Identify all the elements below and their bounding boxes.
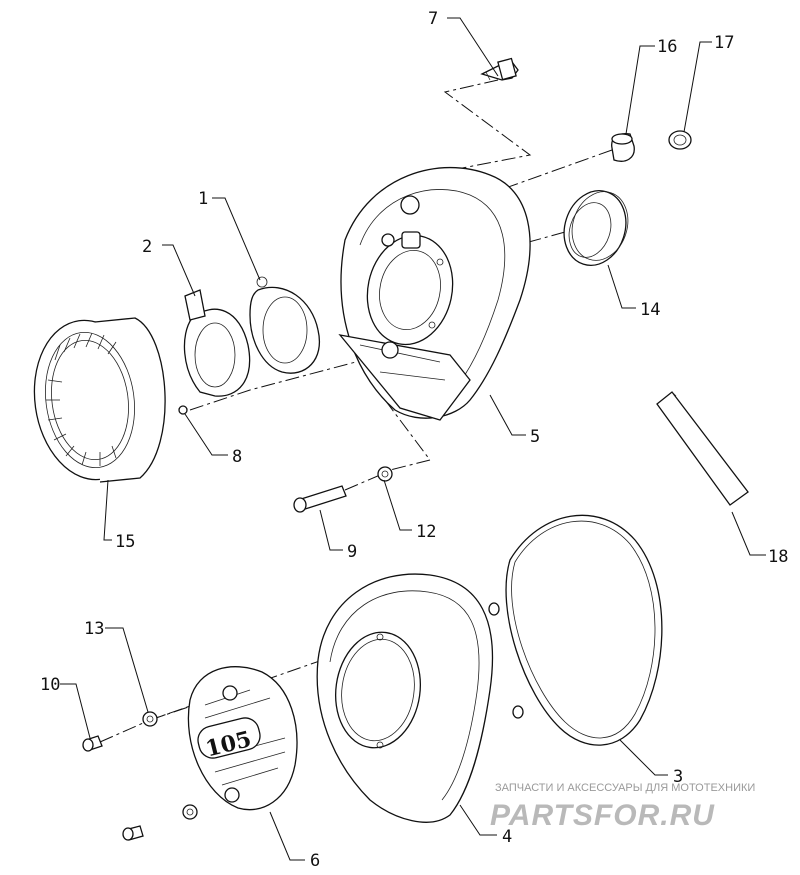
air-cleaner-backplate [338,166,531,421]
foam-strip [656,391,749,506]
callout-10: 10 [40,675,60,695]
callout-13: 13 [84,619,104,639]
breather-valve [480,57,519,81]
flat-washer [377,466,393,482]
callout-7: 7 [428,9,438,29]
cover-nut-upper [488,602,500,616]
seal-ring [563,190,629,266]
sleeve [611,132,635,162]
badge-cover-plate: 105 [187,666,298,811]
backplate-gasket [249,276,320,374]
air-cleaner-cover [316,573,494,823]
watermark-logo: PARTSFOR.RU [490,799,715,832]
callout-labels: 1 2 3 4 5 6 7 8 9 10 12 13 14 15 16 17 1… [40,9,788,871]
breather-bracket [183,289,251,397]
callout-15: 15 [115,532,135,552]
leader-lines [60,17,766,861]
plate-washer-lower [182,804,198,820]
watermark: ЗАПЧАСТИ И АКСЕССУАРЫ ДЛЯ МОТОТЕХНИКИ PA… [490,782,755,832]
cover-washer [142,711,158,727]
retaining-clip [668,130,692,150]
cover-nut-lower [512,705,524,719]
callout-5: 5 [530,427,540,447]
plate-screw-lower [122,825,144,841]
watermark-caption: ЗАПЧАСТИ И АКСЕССУАРЫ ДЛЯ МОТОТЕХНИКИ [495,782,755,794]
callout-16: 16 [657,37,677,57]
bracket-screw [178,405,188,415]
callout-6: 6 [310,851,320,871]
mounting-bolt [293,485,347,513]
callout-2: 2 [142,237,152,257]
callout-3: 3 [673,767,683,787]
cover-gasket [505,514,663,746]
callout-8: 8 [232,447,242,467]
callout-4: 4 [502,827,512,847]
air-filter-element [33,317,166,483]
callout-18: 18 [768,547,788,567]
callout-17: 17 [714,33,734,53]
callout-12: 12 [416,522,436,542]
cover-screw-upper [82,735,103,752]
callout-14: 14 [640,300,660,320]
callout-9: 9 [347,542,357,562]
callout-1: 1 [198,189,208,209]
